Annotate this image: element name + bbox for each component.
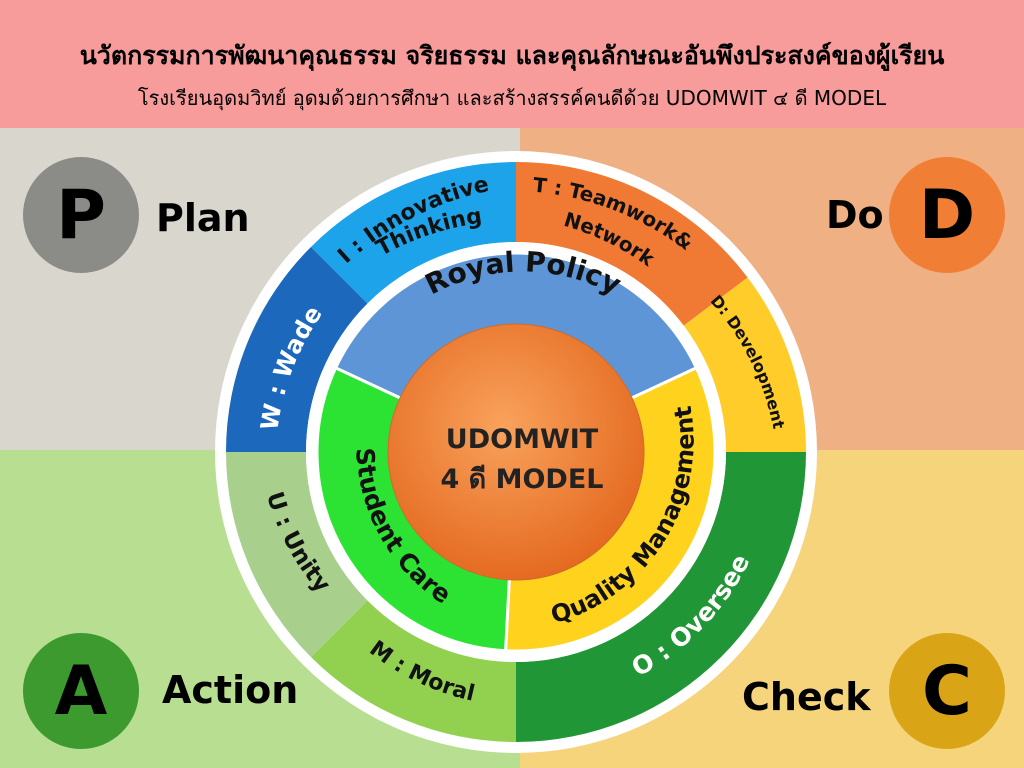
check-badge: C: [889, 633, 1005, 749]
wade-segment: [226, 246, 368, 452]
do-label: Do: [826, 193, 884, 237]
oversee-segment: [516, 452, 806, 742]
action-label: Action: [162, 668, 299, 712]
header-banner: นวัตกรรมการพัฒนาคุณธรรม จริยธรรม และคุณล…: [0, 0, 1024, 128]
unity-segment: [226, 452, 368, 658]
center-title: UDOMWIT: [446, 424, 599, 455]
center-circle: [387, 323, 645, 581]
action-badge: A: [23, 633, 139, 749]
page-title: นวัตกรรมการพัฒนาคุณธรรม จริยธรรม และคุณล…: [79, 41, 945, 70]
check-label: Check: [742, 675, 871, 719]
plan-label: Plan: [156, 196, 250, 240]
plan-badge: P: [23, 157, 139, 273]
page-subtitle: โรงเรียนอุดมวิทย์ อุดมด้วยการศึกษา และสร…: [137, 86, 887, 110]
innovative-segment: [310, 162, 516, 304]
development-segment: [683, 277, 806, 452]
do-badge: D: [889, 157, 1005, 273]
center-subtitle: 4 ดี MODEL: [440, 464, 603, 495]
teamwork-segment: [516, 162, 748, 326]
moral-segment: [310, 600, 516, 742]
